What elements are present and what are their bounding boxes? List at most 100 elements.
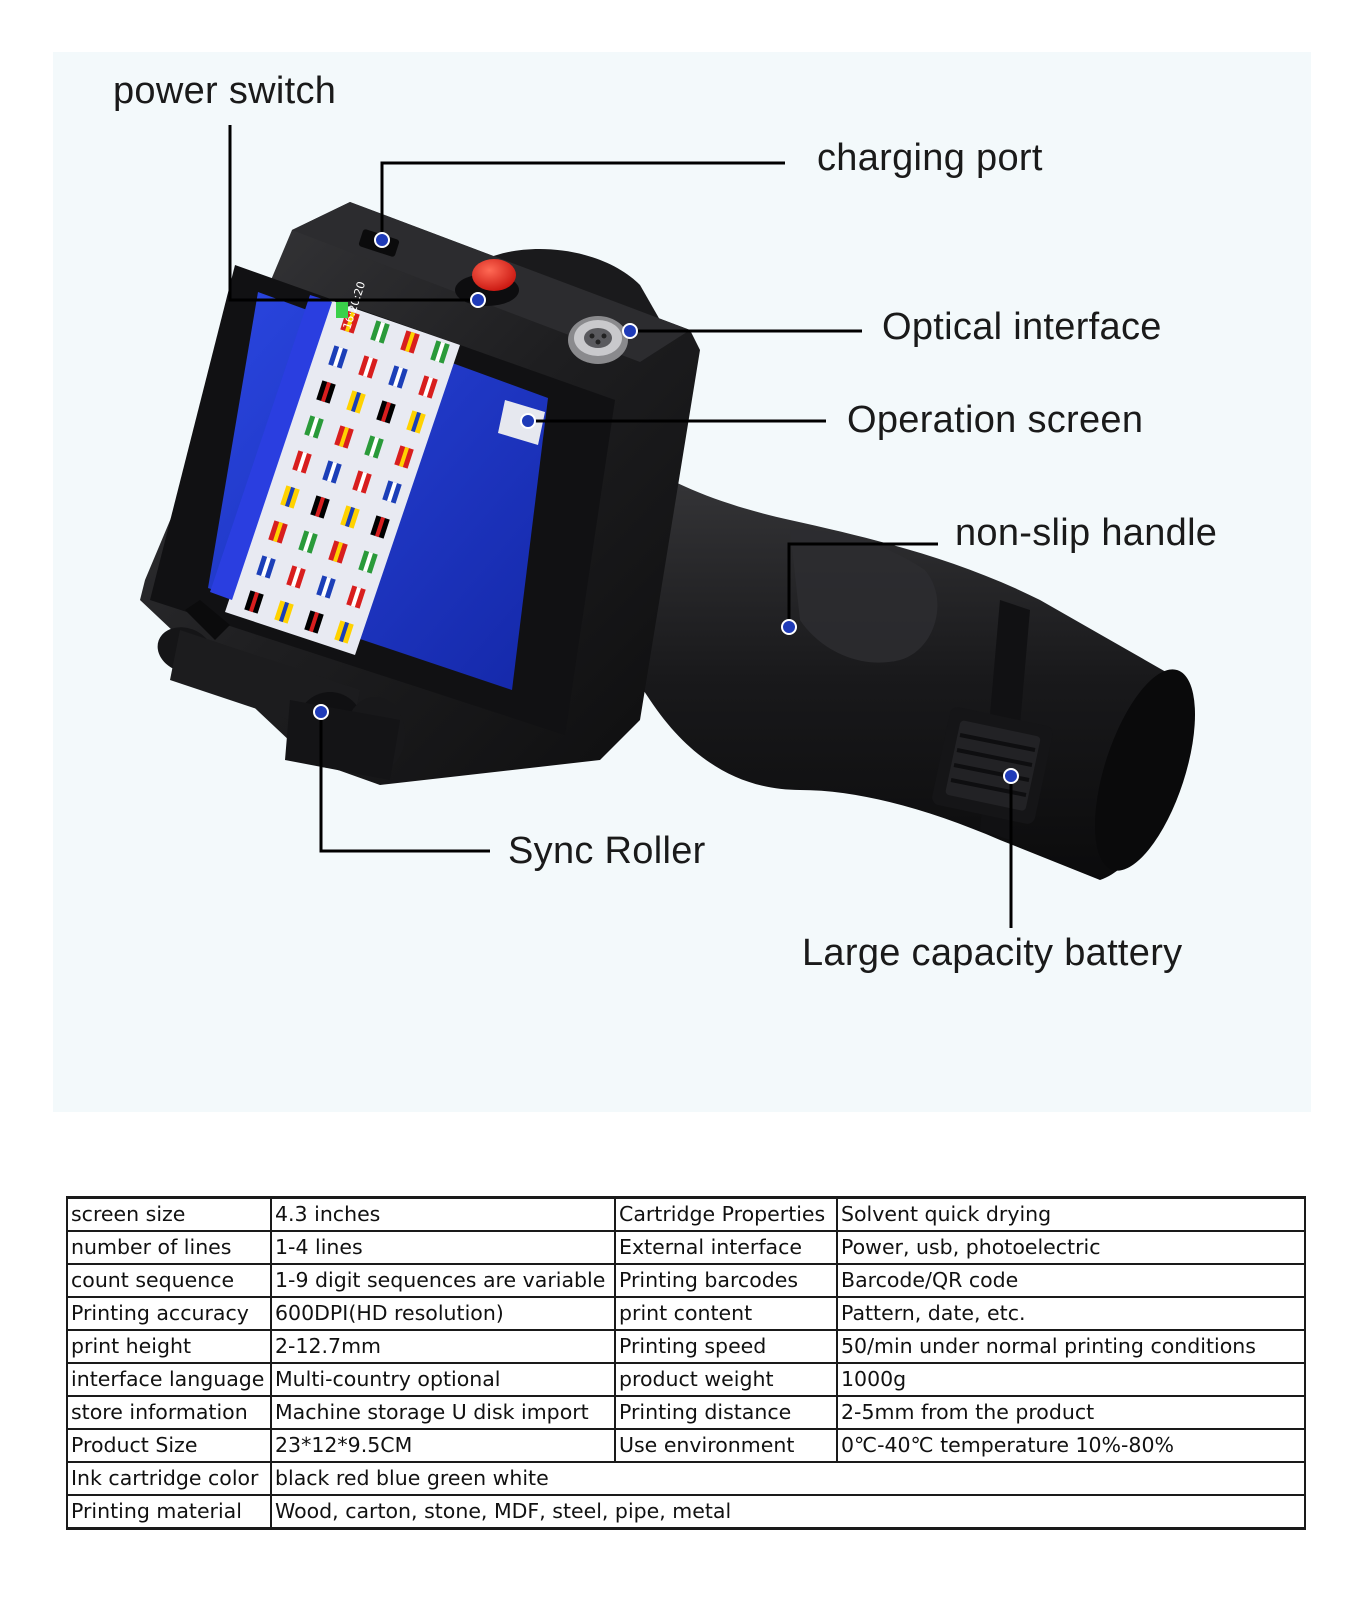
flag-stripe — [339, 621, 349, 643]
power-button-icon — [472, 259, 516, 291]
label-operation-screen: Operation screen — [847, 399, 1144, 441]
flag-stripe — [333, 346, 343, 368]
spec-label: Printing speed — [614, 1329, 838, 1364]
spec-value: Multi-country optional — [270, 1362, 616, 1397]
flag-stripe — [315, 496, 325, 518]
spec-value: 1-4 lines — [270, 1230, 616, 1265]
flag-stripe — [327, 461, 337, 483]
spec-label: Printing barcodes — [614, 1263, 838, 1298]
flag-stripe — [423, 376, 433, 398]
flag-stripe — [399, 446, 409, 468]
non-slip-handle — [585, 430, 1196, 880]
spec-label: Printing distance — [614, 1395, 838, 1430]
spec-value: Wood, carton, stone, MDF, steel, pipe, m… — [270, 1494, 1306, 1530]
label-power-switch: power switch — [113, 70, 337, 112]
spec-label: product weight — [614, 1362, 838, 1397]
flag-stripe — [405, 331, 415, 353]
spec-value: Machine storage U disk import — [270, 1395, 616, 1430]
flag-stripe — [345, 506, 355, 528]
flag-stripe — [375, 516, 385, 538]
flag-stripe — [285, 486, 295, 508]
flag-stripe — [309, 611, 319, 633]
spec-value: black red blue green white — [270, 1461, 1306, 1496]
spec-label: Printing accuracy — [66, 1296, 272, 1331]
flag-stripe — [261, 556, 271, 578]
flag-stripe — [393, 366, 403, 388]
callout-lines — [228, 125, 1013, 928]
label-sync-roller: Sync Roller — [508, 830, 706, 872]
spec-label: number of lines — [66, 1230, 272, 1265]
spec-value: 0℃-40℃ temperature 10%-80% — [836, 1428, 1306, 1463]
flag-stripe — [249, 591, 259, 613]
spec-value: 23*12*9.5CM — [270, 1428, 616, 1463]
flag-stripe — [345, 311, 355, 333]
spec-label: print content — [614, 1296, 838, 1331]
flag-stripe — [375, 321, 385, 343]
spec-label: Cartridge Properties — [614, 1196, 838, 1232]
label-battery: Large capacity battery — [802, 932, 1183, 974]
spec-label: store information — [66, 1395, 272, 1430]
flag-stripe — [363, 551, 373, 573]
flag-stripe — [303, 531, 313, 553]
label-charging-port: charging port — [817, 137, 1043, 179]
battery-latch — [932, 707, 1053, 824]
spec-label: interface language — [66, 1362, 272, 1397]
flag-stripe — [351, 391, 361, 413]
flag-stripe — [435, 341, 445, 363]
spec-value: Barcode/QR code — [836, 1263, 1306, 1298]
flag-stripe — [339, 426, 349, 448]
flag-stripe — [297, 451, 307, 473]
flag-stripe — [411, 411, 421, 433]
spec-label: print height — [66, 1329, 272, 1364]
flag-stripe — [273, 521, 283, 543]
optical-interface-connector — [568, 316, 628, 364]
flag-stripe — [381, 401, 391, 423]
spec-label: External interface — [614, 1230, 838, 1265]
callout-markers — [313, 232, 1019, 784]
spec-label: Ink cartridge color — [66, 1461, 272, 1496]
spec-value: Pattern, date, etc. — [836, 1296, 1306, 1331]
spec-value: 2-12.7mm — [270, 1329, 616, 1364]
flag-stripe — [321, 576, 331, 598]
battery-status-icon — [336, 302, 348, 318]
operation-screen: 16:20:20 — [208, 280, 548, 690]
handheld-inkjet-printer-illustration: 16:20:20 — [140, 125, 1196, 928]
flag-stripe — [369, 436, 379, 458]
label-non-slip-handle: non-slip handle — [955, 512, 1218, 554]
spec-value: Solvent quick drying — [836, 1196, 1306, 1232]
spec-value: 1-9 digit sequences are variable — [270, 1263, 616, 1298]
flag-stripe — [321, 381, 331, 403]
flag-stripe — [387, 481, 397, 503]
spec-label: Product Size — [66, 1428, 272, 1463]
sync-roller — [157, 600, 405, 780]
spec-value: 50/min under normal printing conditions — [836, 1329, 1306, 1364]
flag-stripe — [291, 566, 301, 588]
flag-stripe — [351, 586, 361, 608]
product-illustration-panel: 16:20:20 — [53, 52, 1311, 1112]
spec-label: Use environment — [614, 1428, 838, 1463]
flag-stripe — [357, 471, 367, 493]
spec-value: 600DPI(HD resolution) — [270, 1296, 616, 1331]
spec-value: Power, usb, photoelectric — [836, 1230, 1306, 1265]
spec-value: 2-5mm from the product — [836, 1395, 1306, 1430]
flag-stripe — [333, 541, 343, 563]
flag-icon-grid — [244, 310, 450, 644]
spec-label: Printing material — [66, 1494, 272, 1530]
spec-value: 1000g — [836, 1362, 1306, 1397]
flag-stripe — [279, 601, 289, 623]
spec-value: 4.3 inches — [270, 1196, 616, 1232]
flag-stripe — [363, 356, 373, 378]
spec-label: count sequence — [66, 1263, 272, 1298]
spec-label: screen size — [66, 1196, 272, 1232]
